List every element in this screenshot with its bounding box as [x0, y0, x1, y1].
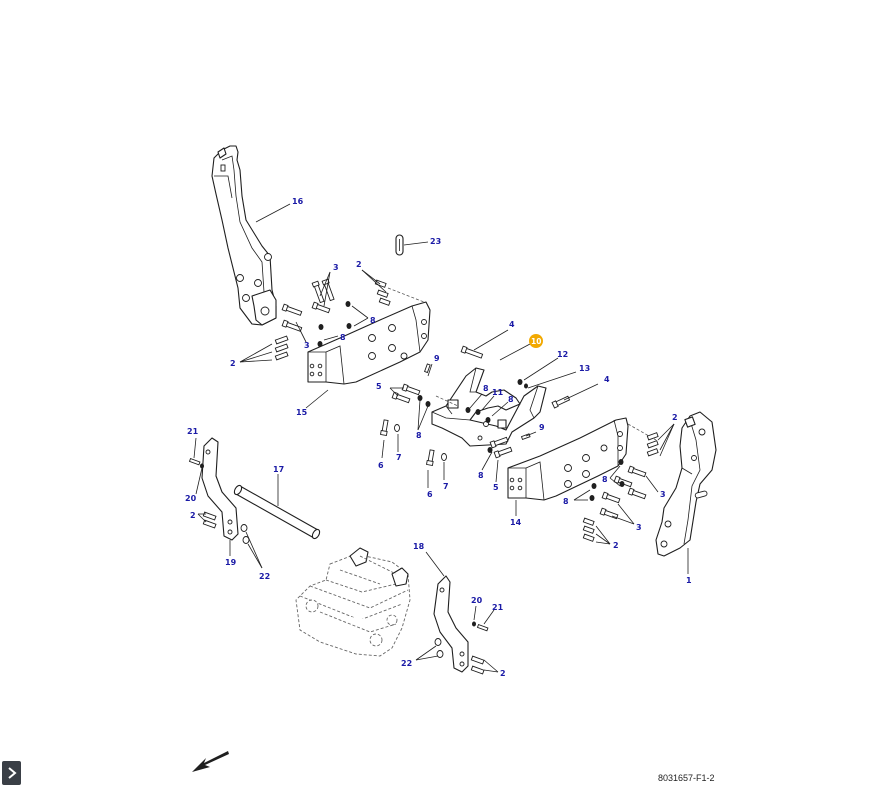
- callout-20[interactable]: 20: [471, 596, 483, 605]
- expand-panel-button[interactable]: [2, 761, 21, 785]
- callout-16[interactable]: 16: [292, 197, 304, 206]
- callout-5[interactable]: 5: [376, 382, 382, 391]
- callout-21[interactable]: 21: [492, 603, 504, 612]
- callout-4[interactable]: 4: [604, 375, 610, 384]
- callout-2[interactable]: 2: [356, 260, 362, 269]
- callout-2[interactable]: 2: [672, 413, 678, 422]
- callout-3[interactable]: 3: [304, 341, 310, 350]
- callout-7[interactable]: 7: [443, 482, 449, 491]
- callout-23[interactable]: 23: [430, 237, 441, 246]
- part-18-arm: [433, 575, 469, 673]
- part-15-plate: [307, 301, 431, 385]
- callout-17[interactable]: 17: [273, 465, 284, 474]
- callout-8[interactable]: 8: [563, 497, 569, 506]
- callout-8[interactable]: 8: [478, 471, 484, 480]
- callout-9[interactable]: 9: [434, 354, 440, 363]
- callout-3[interactable]: 3: [660, 490, 666, 499]
- arrow-down-left-icon: [192, 751, 229, 772]
- callout-5[interactable]: 5: [493, 483, 499, 492]
- callout-10-highlight: [529, 334, 543, 348]
- callout-11[interactable]: 11: [492, 388, 504, 397]
- callout-labels: 16 23 3 2 8 8 3 2 15 4 10 12 13 4 9 5 8 …: [185, 197, 692, 678]
- part-19-arm: [201, 437, 239, 541]
- left-hardware-group: [274, 278, 391, 361]
- callout-1[interactable]: 1: [686, 576, 692, 585]
- part-14-plate: [507, 417, 629, 501]
- part-17-rod: [233, 484, 321, 540]
- part-23-link: [395, 234, 404, 256]
- callout-19[interactable]: 19: [225, 558, 237, 567]
- center-hardware-group: [380, 345, 571, 466]
- callout-6[interactable]: 6: [378, 461, 384, 470]
- callout-10[interactable]: 10: [531, 337, 541, 346]
- callout-8[interactable]: 8: [416, 431, 422, 440]
- callout-8[interactable]: 8: [602, 475, 608, 484]
- callout-12[interactable]: 12: [557, 350, 568, 359]
- callout-9[interactable]: 9: [539, 423, 545, 432]
- callout-2[interactable]: 2: [500, 669, 506, 678]
- callout-4[interactable]: 4: [509, 320, 515, 329]
- callout-15[interactable]: 15: [296, 408, 308, 417]
- callout-8[interactable]: 8: [483, 384, 489, 393]
- callout-3[interactable]: 3: [636, 523, 642, 532]
- callout-8[interactable]: 8: [508, 395, 514, 404]
- chevron-right-icon: [7, 767, 17, 779]
- callout-8[interactable]: 8: [370, 316, 376, 325]
- right-hardware-group: [582, 432, 659, 542]
- callout-22[interactable]: 22: [401, 659, 412, 668]
- lower-arm-hardware: [434, 621, 489, 675]
- ghost-assembly: [295, 547, 411, 657]
- callout-2[interactable]: 2: [230, 359, 236, 368]
- callout-7[interactable]: 7: [396, 453, 402, 462]
- part-1-bracket: [655, 411, 717, 557]
- callout-22[interactable]: 22: [259, 572, 270, 581]
- callout-14[interactable]: 14: [510, 518, 522, 527]
- callout-2[interactable]: 2: [190, 511, 196, 520]
- callout-3[interactable]: 3: [333, 263, 339, 272]
- part-16-bracket: [211, 145, 277, 326]
- callout-18[interactable]: 18: [413, 542, 425, 551]
- callout-21[interactable]: 21: [187, 427, 199, 436]
- callout-20[interactable]: 20: [185, 494, 197, 503]
- part-10-center-frame: [431, 367, 547, 447]
- callout-2[interactable]: 2: [613, 541, 619, 550]
- drawing-id-label: 8031657-F1-2: [658, 773, 715, 783]
- callout-8[interactable]: 8: [340, 333, 346, 342]
- callout-13[interactable]: 13: [579, 364, 590, 373]
- callout-6[interactable]: 6: [427, 490, 433, 499]
